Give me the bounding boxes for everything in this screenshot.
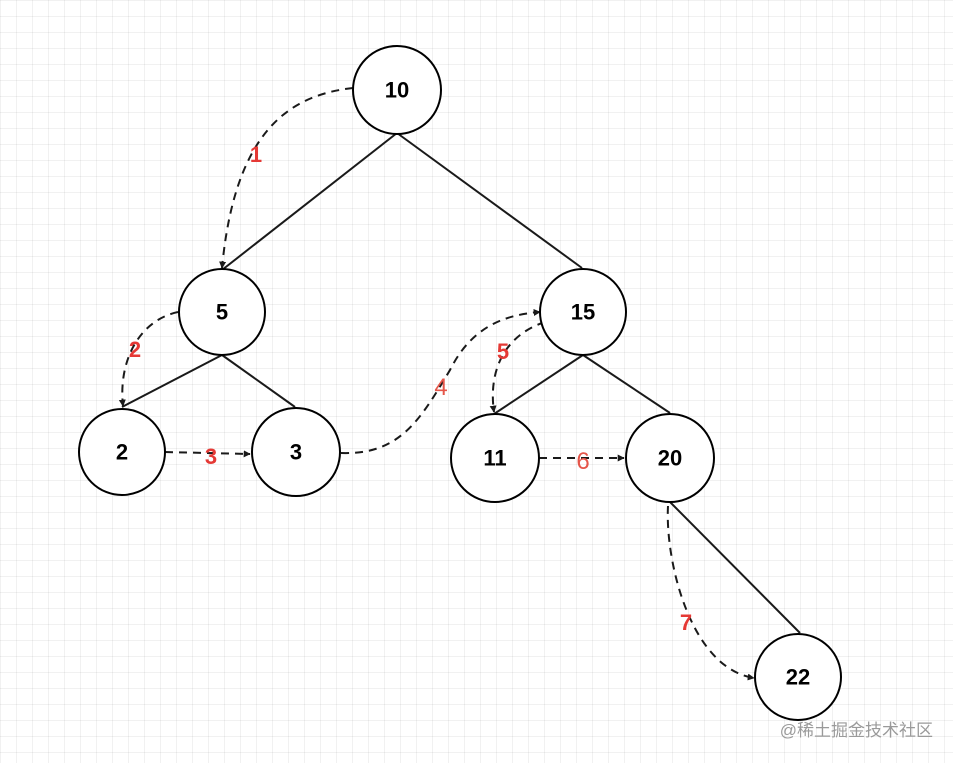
node-circle xyxy=(539,268,627,356)
node-label: 11 xyxy=(483,446,506,471)
edge-5-2 xyxy=(121,354,223,408)
step-label-1: 1 xyxy=(250,142,262,167)
traversal-arrow-3 xyxy=(164,450,251,458)
node-label: 20 xyxy=(658,446,682,471)
edge-15-11 xyxy=(493,354,584,415)
watermark: @稀土掘金技术社区 xyxy=(779,721,933,740)
node-label: 3 xyxy=(290,440,302,465)
node-label: 15 xyxy=(571,300,595,325)
node-label: 2 xyxy=(116,440,128,465)
node-circle xyxy=(178,268,266,356)
node-label: 22 xyxy=(786,665,810,690)
traversal-arrows xyxy=(118,87,755,681)
tree-node: 3 xyxy=(251,407,341,497)
traversal-arrow-5 xyxy=(489,321,546,413)
step-label-6: 6 xyxy=(576,448,589,475)
node-label: 10 xyxy=(385,78,409,103)
node-label: 5 xyxy=(216,300,228,325)
tree-node: 11 xyxy=(450,413,540,503)
node-circle xyxy=(450,413,540,503)
traversal-arrow-7 xyxy=(666,505,755,681)
tree-node: 10 xyxy=(352,45,442,135)
step-label-5: 5 xyxy=(497,339,509,364)
step-label-3: 3 xyxy=(205,444,217,469)
edge-10-5 xyxy=(221,132,398,271)
step-label-2: 2 xyxy=(129,337,141,362)
traversal-arrow-1 xyxy=(219,87,354,269)
edge-15-20 xyxy=(582,354,671,414)
node-circle xyxy=(754,633,842,721)
edge-10-15 xyxy=(396,132,583,269)
traversal-arrow-2 xyxy=(118,311,179,407)
step-labels: 1 2 3 4 5 6 7 xyxy=(129,142,692,635)
step-label-7: 7 xyxy=(680,610,692,635)
edge-20-22 xyxy=(669,501,801,634)
node-circle xyxy=(78,408,166,496)
tree-node: 2 xyxy=(78,408,166,496)
tree-edges xyxy=(121,132,801,634)
tree-node: 22 xyxy=(754,633,842,721)
node-circle xyxy=(251,407,341,497)
tree-nodes: 10 5 15 2 3 11 20 22 xyxy=(78,45,842,721)
traversal-arrow-4 xyxy=(340,308,541,455)
step-label-4: 4 xyxy=(434,374,447,401)
tree-node: 15 xyxy=(539,268,627,356)
node-circle xyxy=(625,413,715,503)
tree-node: 5 xyxy=(178,268,266,356)
edge-5-3 xyxy=(221,354,296,408)
tree-node: 20 xyxy=(625,413,715,503)
node-circle xyxy=(352,45,442,135)
